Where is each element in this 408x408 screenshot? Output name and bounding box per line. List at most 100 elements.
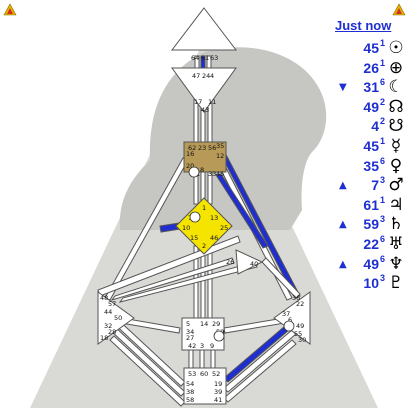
gate-label: 16 <box>186 150 194 158</box>
gate-label: 45 <box>216 170 224 178</box>
activation-gate: 10 <box>363 275 379 292</box>
gate-label: 53 <box>188 370 196 378</box>
uranus-icon: ♅ <box>388 234 404 254</box>
gate-label: 42 <box>188 342 196 350</box>
gate-label: 10 <box>182 224 190 232</box>
gate-label: 30 <box>298 336 306 344</box>
activation-line: 1 <box>379 194 385 205</box>
gate-label: 47 <box>192 72 200 80</box>
gate-label: 14 <box>200 320 208 328</box>
activation-gate: 26 <box>363 59 379 76</box>
gate-label: 6 <box>288 316 292 324</box>
activation-gate: 45 <box>363 40 379 56</box>
earth-icon: ⊕ <box>388 57 404 78</box>
activation-gate: 49 <box>363 98 379 115</box>
activation-line: 3 <box>379 214 385 225</box>
triangle-color-icon[interactable] <box>392 3 406 16</box>
activation-line: 1 <box>379 136 385 146</box>
gate-label: 3 <box>200 342 204 350</box>
gate-label: 26 <box>226 258 234 266</box>
gate-label: 52 <box>212 370 220 378</box>
activation-gate: 49 <box>363 255 379 272</box>
gate-label: 39 <box>214 388 222 396</box>
gate-label: 15 <box>190 234 198 242</box>
activation-line: 3 <box>379 273 385 284</box>
gate-label: 27 <box>186 334 194 342</box>
gate-label: 22 <box>296 300 304 308</box>
north-node-icon: ☊ <box>388 96 404 117</box>
gate-label: 60 <box>200 370 208 378</box>
activation-arrow: ▲ <box>339 219 347 231</box>
gate-label: 58 <box>186 396 194 404</box>
gate-label: 57 <box>108 300 116 308</box>
gate-label: 56 <box>208 144 216 152</box>
gate-label: 54 <box>186 380 194 388</box>
activation-gate: 35 <box>363 157 379 174</box>
gate-label: 4 <box>210 72 214 80</box>
activation-arrow: ▲ <box>339 180 347 192</box>
gate-label: 46 <box>210 234 218 242</box>
gate-label: 38 <box>186 388 194 396</box>
pluto-icon: ♇ <box>388 273 404 294</box>
south-node-icon: ☋ <box>388 116 404 137</box>
gate-label: 64 <box>191 54 199 62</box>
root-center[interactable] <box>183 367 227 405</box>
gate-label: 43 <box>201 106 209 114</box>
gate-label: 23 <box>198 144 206 152</box>
mars-icon: ♂ <box>388 175 404 196</box>
activation-gate: 22 <box>363 236 379 252</box>
gate-label: 20 <box>186 162 194 170</box>
just-now-link[interactable]: Just now <box>335 18 392 33</box>
activation-gate: 7 <box>371 177 379 194</box>
gate-label: 44 <box>104 308 112 316</box>
gate-label: 55 <box>294 330 302 338</box>
gate-label: 17 <box>194 98 202 106</box>
sun-icon: ☉ <box>388 38 404 58</box>
gate-label: 61 <box>201 54 209 62</box>
gate-labels: 64 61 63 47 24 4 17 11 43 62 23 56 16 35… <box>100 54 306 404</box>
gate-label: 34 <box>186 328 194 336</box>
gate-label: 12 <box>216 152 224 160</box>
gate-label: 41 <box>214 396 222 404</box>
gate-label: 50 <box>114 314 122 322</box>
activation-line: 3 <box>379 175 385 186</box>
mercury-icon: ☿ <box>390 136 402 156</box>
activation-line: 6 <box>379 77 385 88</box>
activation-line: 1 <box>379 57 385 68</box>
gate-label: 40 <box>250 260 258 268</box>
gate-label: 28 <box>108 328 116 336</box>
gate-label: 49 <box>296 322 304 330</box>
activation-gate: 59 <box>363 216 379 233</box>
solar-plexus-center[interactable] <box>273 291 311 345</box>
activation-gate: 45 <box>363 138 379 154</box>
spleen-center[interactable] <box>97 291 135 345</box>
gate-label: 48 <box>100 294 108 302</box>
ajna-center[interactable] <box>171 67 237 113</box>
activation-line: 6 <box>379 234 385 244</box>
gate-label: 37 <box>282 310 290 318</box>
gate-label: 9 <box>210 342 214 350</box>
gate-label: 19 <box>214 380 222 388</box>
heart-center[interactable] <box>235 249 264 275</box>
throat-center[interactable] <box>183 141 227 173</box>
gate-label: 24 <box>202 72 210 80</box>
activation-markers <box>188 166 295 342</box>
g-center[interactable] <box>175 197 233 255</box>
gate-label: 35 <box>216 142 224 150</box>
gate-label: 63 <box>210 54 218 62</box>
triangle-color-icon[interactable] <box>3 3 17 16</box>
gate-label: 2 <box>202 242 206 250</box>
gate-label: 8 <box>200 166 204 174</box>
head-center[interactable] <box>170 7 238 51</box>
activation-gate: 4 <box>371 118 379 135</box>
moon-icon: ☾ <box>388 77 404 98</box>
activation-line: 6 <box>379 155 385 166</box>
